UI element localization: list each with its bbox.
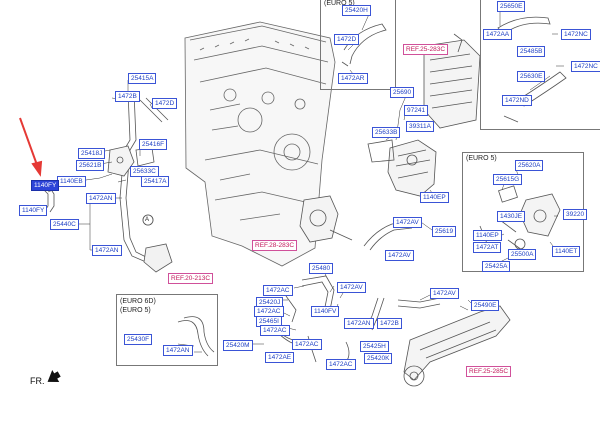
part-label[interactable]: 25425A	[482, 261, 511, 272]
callout-a-label: A	[145, 217, 150, 223]
part-label[interactable]: 1472B	[115, 91, 140, 102]
part-label[interactable]: 1472AC	[263, 285, 293, 296]
part-label[interactable]: 25690	[390, 87, 415, 98]
euro6d-hose	[177, 316, 215, 357]
part-label[interactable]: 1140EP	[420, 192, 449, 203]
part-label[interactable]: 1472AT	[473, 242, 502, 253]
ref-label[interactable]: REF.25-285C	[466, 366, 512, 377]
part-label[interactable]: 1472NC	[571, 61, 600, 72]
part-label[interactable]: 1472B	[377, 318, 402, 329]
part-label[interactable]: 25633B	[372, 127, 401, 138]
ref-label[interactable]: REF.28-283C	[252, 240, 298, 251]
part-label[interactable]: 97241	[404, 105, 429, 116]
part-label[interactable]: 25615G	[493, 174, 523, 185]
part-label[interactable]: 25490E	[471, 300, 500, 311]
ref-label[interactable]: REF.20-213C	[168, 273, 214, 284]
part-label[interactable]: 1140FV	[311, 306, 340, 317]
part-label[interactable]: 25415A	[128, 73, 157, 84]
top-right-box	[480, 0, 600, 130]
part-label[interactable]: 1472NC	[561, 29, 591, 40]
part-label[interactable]: 1472AN	[163, 345, 193, 356]
note-euro5-right: (EURO 5)	[466, 155, 497, 162]
part-label[interactable]: 1140EB	[57, 176, 86, 187]
part-label[interactable]: 1472AN	[92, 245, 122, 256]
part-label[interactable]: 1472AV	[430, 288, 459, 299]
egr-cooler	[423, 33, 481, 129]
part-label[interactable]: 25480	[309, 263, 334, 274]
note-euro5-top: (EURO 5)	[324, 0, 355, 7]
water-outlet-pipe	[403, 305, 511, 387]
part-label[interactable]: 1472D	[152, 98, 178, 109]
part-label[interactable]: 1472AN	[86, 193, 116, 204]
part-label[interactable]: 1140EP	[473, 230, 502, 241]
part-label[interactable]: 25630E	[517, 71, 546, 82]
fr-direction-label: FR.	[30, 376, 45, 386]
part-label[interactable]: 39220	[563, 209, 588, 220]
part-label[interactable]: 25650E	[497, 1, 526, 12]
part-label[interactable]: 25621B	[76, 160, 105, 171]
part-label[interactable]: 25416F	[139, 139, 168, 150]
part-label[interactable]: 1472ND	[502, 95, 532, 106]
part-label[interactable]: 25417A	[141, 176, 170, 187]
part-label[interactable]: 39311A	[406, 121, 434, 132]
part-label[interactable]: 25425H	[360, 341, 389, 352]
part-label[interactable]: 25420H	[342, 5, 371, 16]
outlet-fitting	[107, 145, 155, 177]
euro6d-box	[116, 294, 218, 366]
part-label[interactable]: 25420K	[364, 353, 393, 364]
water-pump	[299, 195, 353, 243]
engine-block	[184, 21, 336, 267]
hose-center	[363, 221, 413, 251]
euro5-top-box	[320, 0, 396, 90]
part-label[interactable]: 1472AC	[326, 359, 356, 370]
part-label[interactable]: 1472AN	[344, 318, 374, 329]
part-label[interactable]: 1472AC	[292, 339, 322, 350]
highlighted-part-label[interactable]: 1140FY	[31, 180, 60, 191]
part-label[interactable]: 1140FY	[19, 205, 48, 216]
part-label[interactable]: 25418J	[78, 148, 106, 159]
part-label[interactable]: 1140ET	[552, 246, 581, 257]
note-euro5-bottom: (EURO 5)	[120, 307, 151, 314]
part-label[interactable]: 25500A	[508, 249, 537, 260]
part-label[interactable]: 1472AV	[393, 217, 422, 228]
part-label[interactable]: 1430JE	[497, 211, 526, 222]
part-label[interactable]: 25485B	[517, 46, 546, 57]
thermostat-housing	[367, 139, 437, 197]
part-label[interactable]: 25619	[432, 226, 457, 237]
part-label[interactable]: 1472AC	[260, 325, 290, 336]
red-arrow	[19, 117, 43, 177]
ref-label[interactable]: REF.25-283C	[403, 44, 449, 55]
note-euro6d: (EURO 6D)	[120, 298, 156, 305]
part-label[interactable]: 1472D	[334, 34, 360, 45]
part-label[interactable]: 1472AA	[483, 29, 513, 40]
part-label[interactable]: 1472AV	[337, 282, 366, 293]
fr-arrow	[47, 369, 61, 383]
part-label[interactable]: 1472AE	[265, 352, 295, 363]
part-label[interactable]: 1472AV	[385, 250, 414, 261]
part-label[interactable]: 1472AR	[338, 73, 368, 84]
part-label[interactable]: 25620A	[515, 160, 544, 171]
part-label[interactable]: 25420M	[223, 340, 253, 351]
part-label[interactable]: 25440C	[50, 219, 79, 230]
callout-circle-a	[142, 214, 154, 226]
part-label[interactable]: 25430F	[124, 334, 153, 345]
